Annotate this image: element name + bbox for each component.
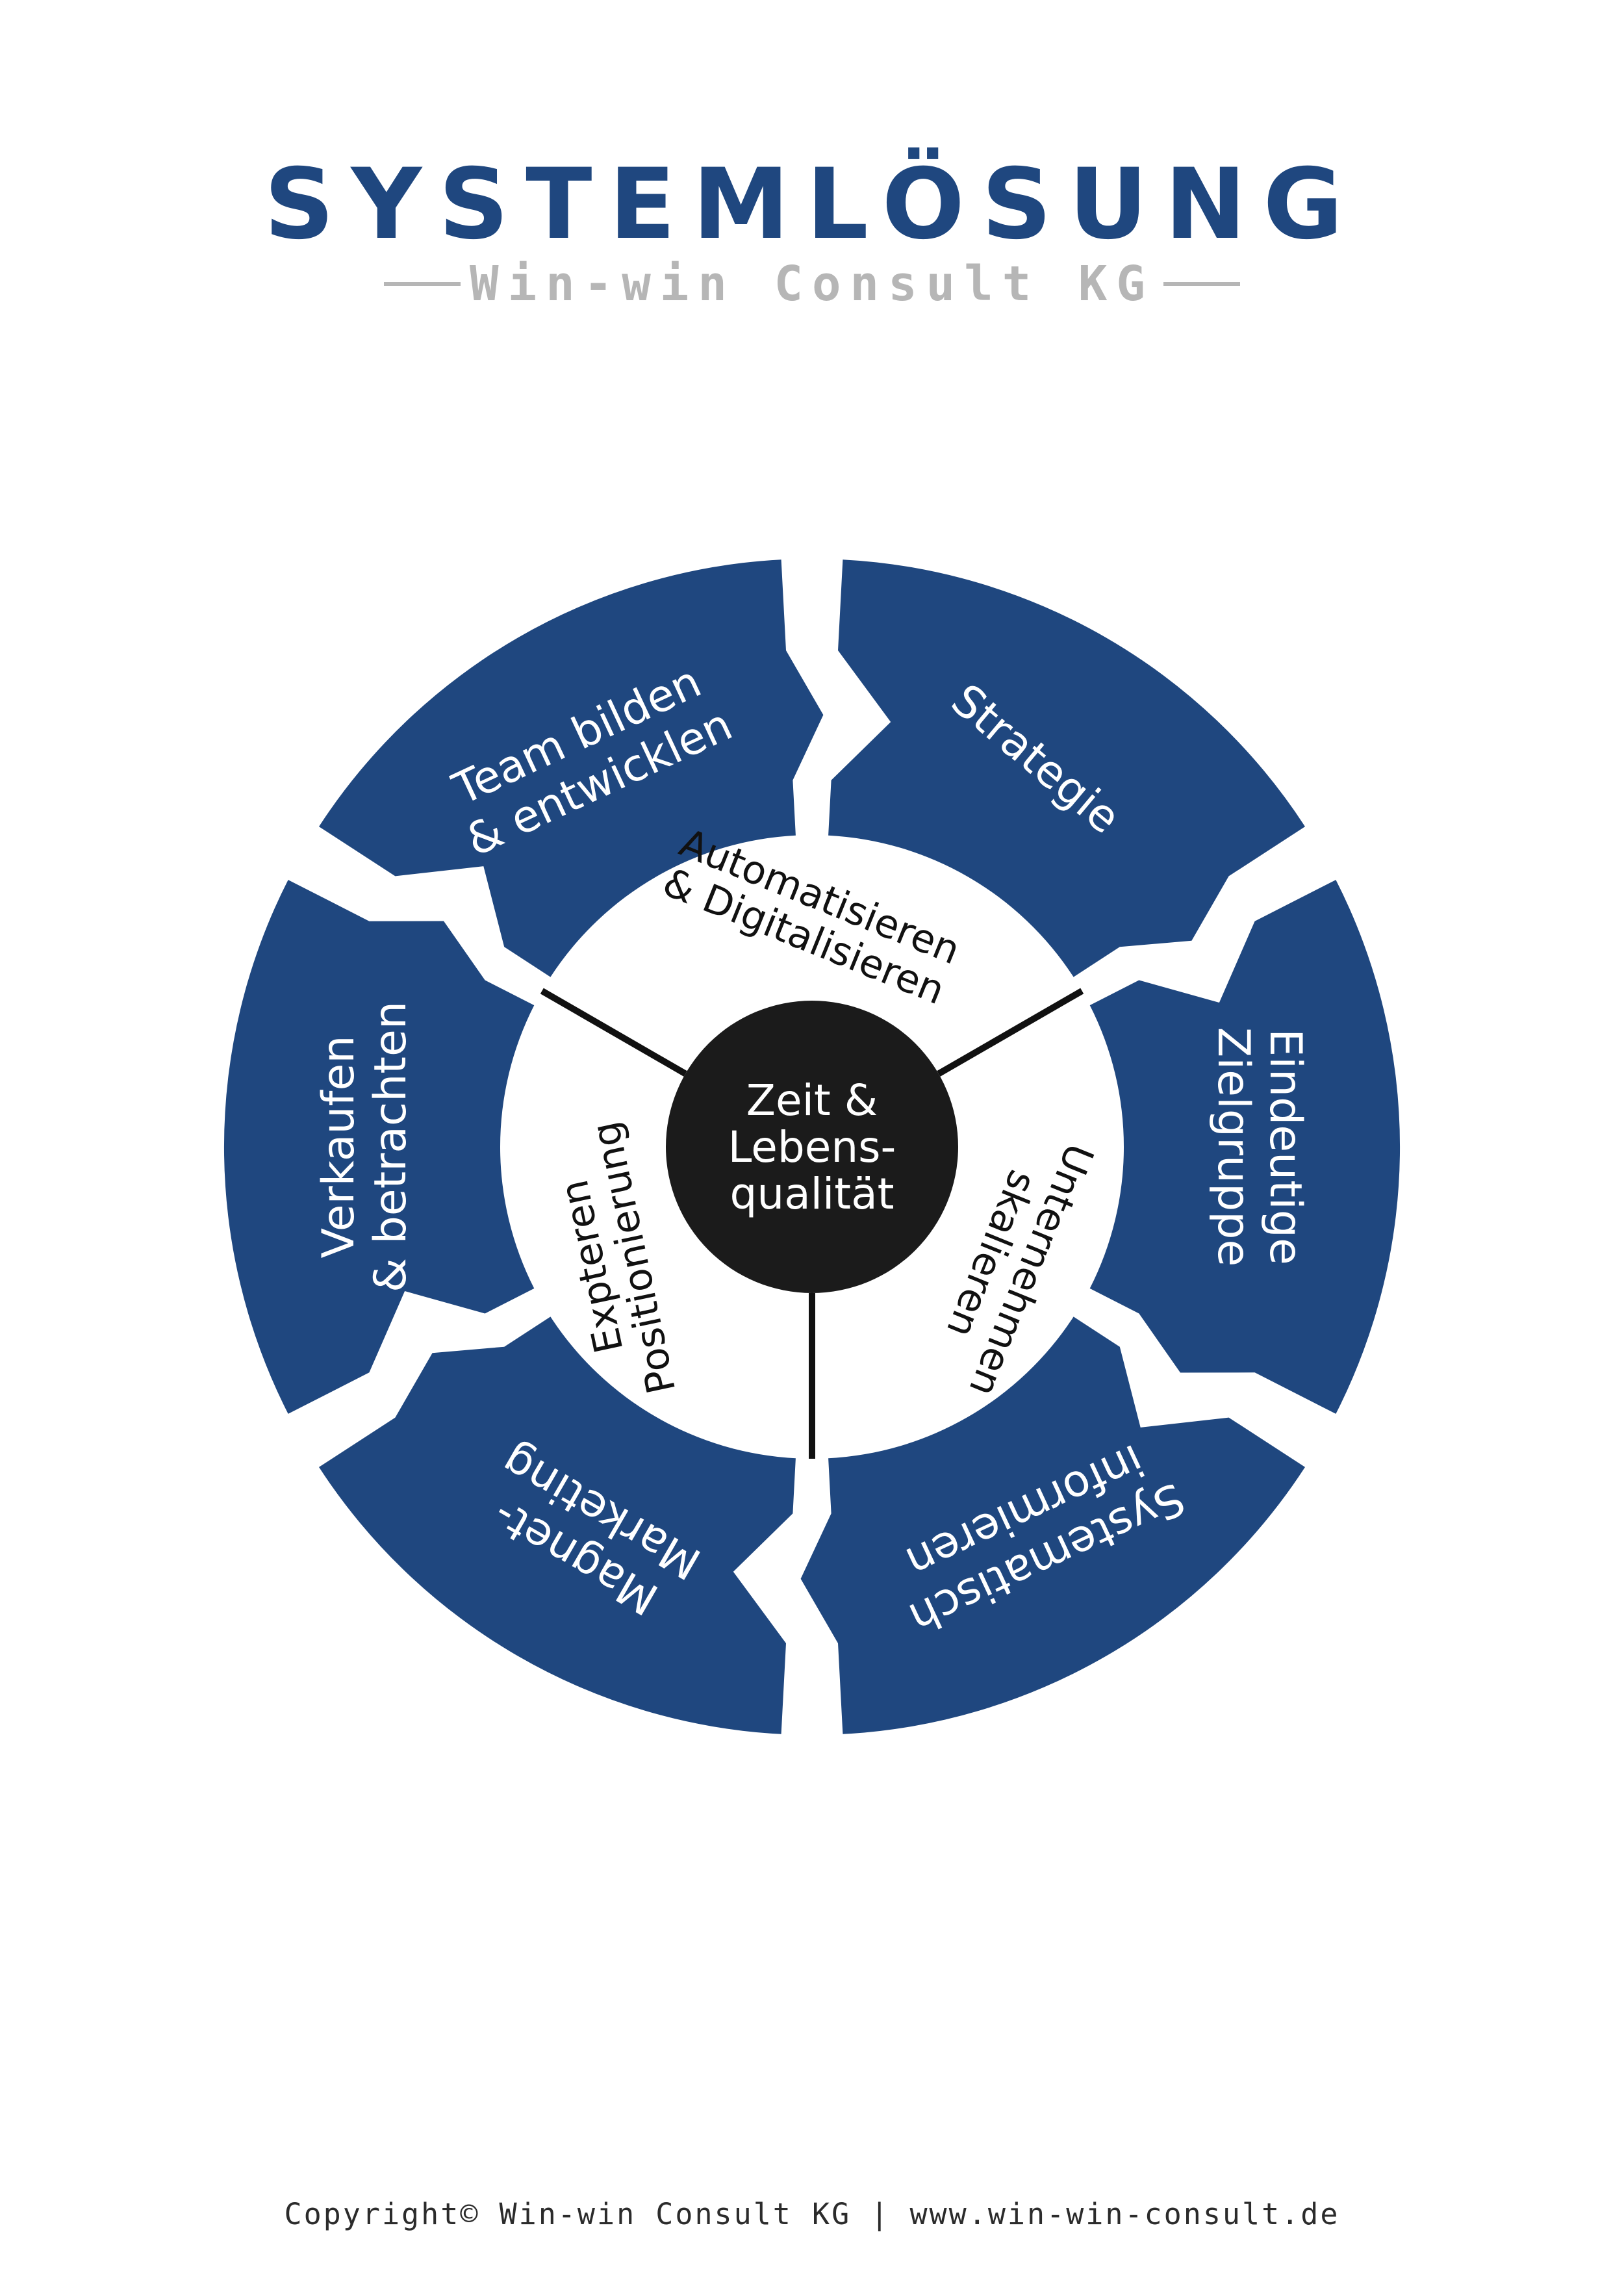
inner-ring-dividers [540, 988, 1084, 1459]
subtitle-row: Win-win Consult KG [0, 255, 1624, 313]
segment-magnet-marketing [319, 1316, 796, 1734]
segment-strategie [828, 559, 1305, 977]
outer-label-verkaufen-betrachten: Verkaufen& betrachten [313, 1001, 416, 1292]
page-title: SYSTEMLÖSUNG [264, 148, 1360, 261]
inner-divider [937, 988, 1084, 1077]
company-subtitle: Win-win Consult KG [470, 256, 1154, 312]
segment-eindeutige-zielgruppe [1089, 880, 1401, 1414]
subtitle-rule-right [1163, 282, 1240, 286]
outer-label-eindeutige-zielgruppe: EindeutigeZielgruppe [1208, 1027, 1311, 1267]
segment-team-bilden [319, 559, 824, 977]
copyright-footer: Copyright© Win-win Consult KG | www.win-… [284, 2197, 1340, 2231]
center-label: Zeit &Lebens-qualität [728, 1075, 896, 1219]
subtitle-rule-left [384, 282, 461, 286]
segment-systematisch-informieren [800, 1316, 1305, 1734]
segment-verkaufen-betrachten [223, 880, 535, 1414]
inner-divider [540, 988, 687, 1077]
center-core [666, 1001, 958, 1293]
outer-ring [223, 559, 1401, 1734]
